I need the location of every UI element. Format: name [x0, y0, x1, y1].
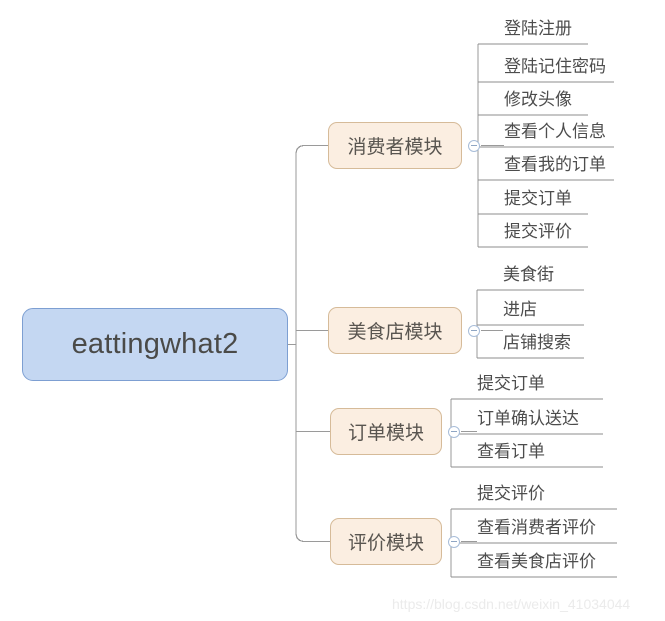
branch-node-order[interactable]: 订单模块	[330, 408, 442, 455]
leaf-node[interactable]: 订单确认送达	[477, 409, 579, 428]
collapse-toggle-review[interactable]	[448, 535, 460, 548]
root-node-label: eattingwhat2	[71, 328, 239, 360]
leaf-node[interactable]: 进店	[503, 300, 537, 319]
branch-node-consumer[interactable]: 消费者模块	[328, 122, 462, 169]
branch-node-label: 评价模块	[347, 533, 424, 554]
leaf-node[interactable]: 提交订单	[477, 374, 545, 393]
leaf-node[interactable]: 提交评价	[504, 222, 572, 241]
leaf-node[interactable]: 登陆记住密码	[504, 57, 606, 76]
leaf-node[interactable]: 登陆注册	[504, 19, 572, 38]
branch-node-shop[interactable]: 美食店模块	[328, 307, 462, 354]
leaf-node[interactable]: 查看美食店评价	[477, 552, 596, 571]
leaf-node[interactable]: 修改头像	[504, 90, 572, 109]
branch-node-label: 美食店模块	[347, 322, 443, 343]
leaf-node[interactable]: 提交评价	[477, 484, 545, 503]
leaf-node[interactable]: 店铺搜索	[503, 333, 571, 352]
collapse-toggle-order[interactable]	[448, 425, 460, 438]
leaf-node[interactable]: 提交订单	[504, 189, 572, 208]
branch-node-label: 消费者模块	[347, 137, 443, 158]
leaf-node[interactable]: 查看我的订单	[504, 155, 606, 174]
root-node[interactable]: eattingwhat2	[22, 308, 288, 381]
branch-node-label: 订单模块	[347, 423, 424, 444]
leaf-node[interactable]: 查看个人信息	[504, 122, 606, 141]
leaf-node[interactable]: 美食街	[503, 265, 554, 284]
branch-node-review[interactable]: 评价模块	[330, 518, 442, 565]
leaf-node[interactable]: 查看订单	[477, 442, 545, 461]
collapse-toggle-consumer[interactable]	[468, 139, 480, 152]
leaf-node[interactable]: 查看消费者评价	[477, 518, 596, 537]
collapse-toggle-shop[interactable]	[468, 324, 480, 337]
watermark: https://blog.csdn.net/weixin_41034044	[392, 596, 631, 612]
